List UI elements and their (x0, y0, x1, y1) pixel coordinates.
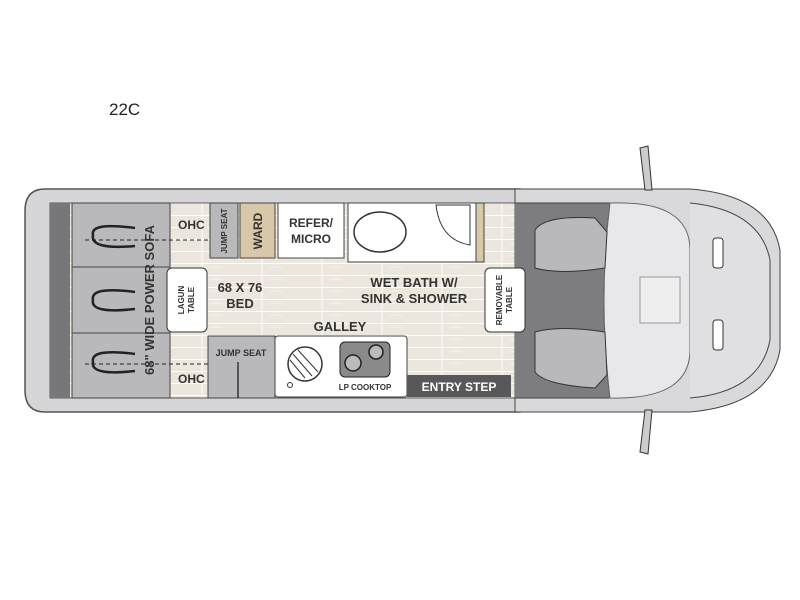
lagun-table: LAGUN TABLE (166, 267, 208, 333)
sink-basin-icon (287, 346, 323, 382)
ohc-bottom-label: OHC (178, 372, 205, 386)
bath-label-2: SINK & SHOWER (361, 291, 468, 306)
jump-seat-bottom (207, 335, 276, 399)
sink-icon (435, 204, 471, 246)
entry-step-label: ENTRY STEP (422, 380, 497, 394)
bath-label-1: WET BATH W/ (370, 275, 458, 290)
refer-label-1: REFER/ (289, 216, 334, 230)
sofa-label: 68" WIDE POWER SOFA (142, 224, 157, 375)
lagun-label-1: LAGUN (177, 286, 186, 315)
ward-label: WARD (251, 212, 265, 249)
rear-bumper (50, 203, 70, 398)
model-title: 22C (109, 100, 141, 119)
galley-label: GALLEY (314, 319, 367, 334)
mirror-right (639, 409, 653, 455)
jump-seat-bottom-label: JUMP SEAT (216, 348, 267, 358)
passenger-seat (534, 328, 608, 389)
driver-seat (534, 217, 608, 272)
lagun-label-2: TABLE (187, 286, 196, 313)
mirror-left (639, 145, 653, 191)
jump-seat-top (209, 202, 239, 259)
van-cab (514, 145, 781, 455)
removable-label-1: REMOVABLE (495, 274, 504, 325)
entry-step (407, 375, 511, 397)
refrigerator-microwave (277, 202, 345, 259)
bed-label-1: 68 X 76 (218, 280, 263, 295)
toilet-icon (353, 211, 407, 253)
wardrobe (239, 202, 276, 259)
galley-counter: LP COOKTOP (274, 335, 408, 398)
removable-table: REMOVABLE TABLE (484, 267, 526, 333)
cooktop-label: LP COOKTOP (339, 383, 392, 392)
wet-bath (347, 202, 485, 263)
ohc-top-label: OHC (178, 218, 205, 232)
bed-label-2: BED (226, 296, 253, 311)
removable-label-2: TABLE (505, 286, 514, 313)
jump-seat-top-label: JUMP SEAT (220, 208, 229, 253)
refer-label-2: MICRO (291, 232, 331, 246)
